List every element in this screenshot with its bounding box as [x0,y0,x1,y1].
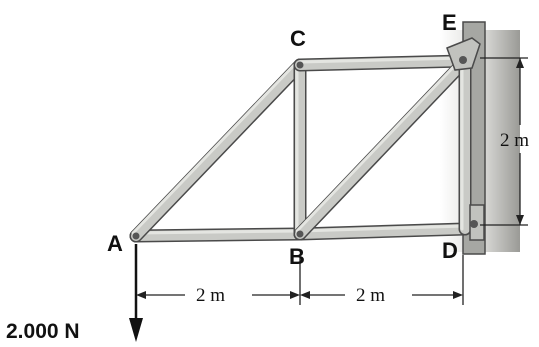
member-bc [293,58,307,241]
joint-pins [132,56,478,240]
truss-members [129,54,472,243]
support-bracket-e [446,37,481,71]
load-arrow-head [129,318,143,342]
load-label: 2.000 N [6,320,80,343]
dimension-label-vertical: 2 m [500,130,529,151]
dimension-horizontal: 2 m 2 m [135,250,464,306]
dimension-vertical: 2 m [480,57,529,226]
joint-labels: A B C D E [107,10,458,269]
member-be [293,54,472,241]
member-ac [129,58,307,243]
pin-c [296,61,304,69]
node-label-d: D [442,238,458,263]
pin-d [470,220,478,228]
pin-b [296,230,304,238]
member-ce [293,54,472,72]
member-bd [293,222,472,241]
dimension-label-bd: 2 m [356,285,385,306]
applied-load: 2.000 N [6,244,143,343]
node-label-a: A [107,231,123,256]
pin-e [459,56,467,64]
member-de [458,54,472,236]
dimension-label-ab: 2 m [196,285,225,306]
member-ab [129,227,307,243]
node-label-b: B [289,244,305,269]
node-label-c: C [290,26,306,51]
node-label-e: E [442,10,457,35]
pin-a [132,232,140,240]
